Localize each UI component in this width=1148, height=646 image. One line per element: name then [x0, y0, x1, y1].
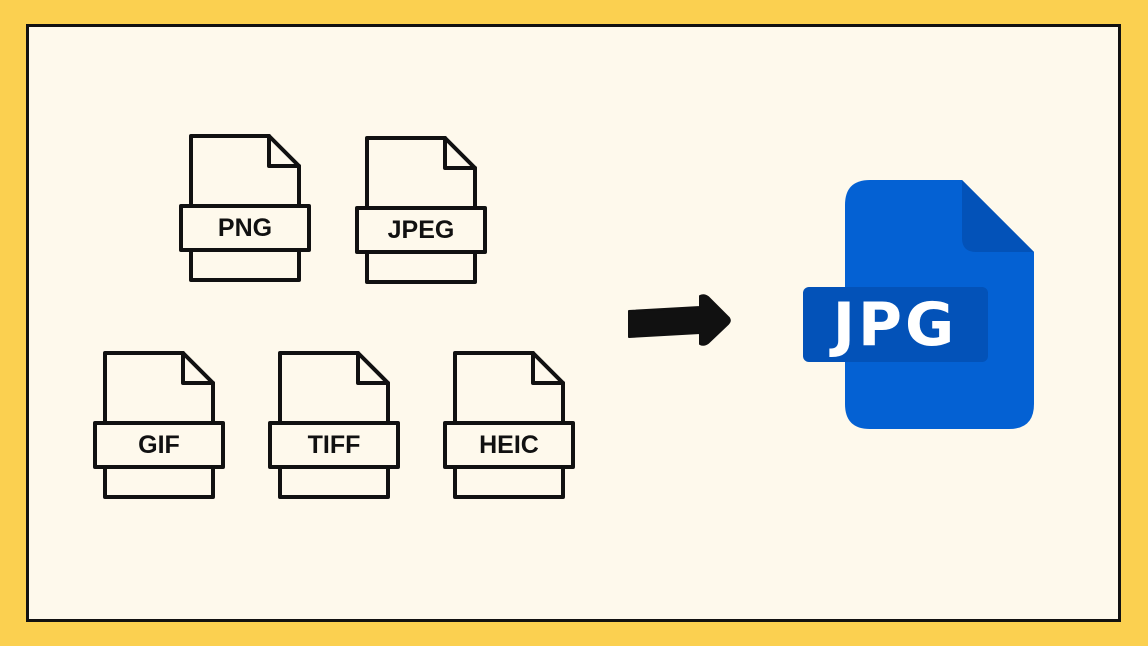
file-label-jpeg: JPEG — [388, 216, 455, 244]
file-label-tiff: TIFF — [308, 431, 361, 459]
file-label-png: PNG — [218, 214, 272, 242]
file-label-heic: HEIC — [479, 431, 539, 459]
file-icon-png: PNG — [179, 134, 311, 282]
file-label-gif: GIF — [138, 431, 180, 459]
file-label-jpg: JPG — [829, 290, 958, 360]
file-icon-jpg: JPG — [803, 180, 1034, 429]
file-icon-heic: HEIC — [443, 351, 575, 499]
file-icon-tiff: TIFF — [268, 351, 400, 499]
file-icon-jpeg: JPEG — [355, 136, 487, 284]
file-icon-gif: GIF — [93, 351, 225, 499]
right-arrow-icon — [628, 294, 731, 346]
